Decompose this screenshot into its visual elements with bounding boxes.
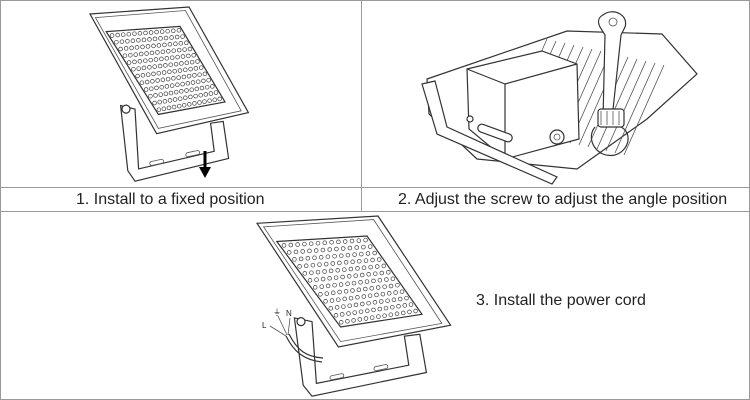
step-3-caption: 3. Install the power cord (476, 292, 646, 309)
floodlight-rear-icon (407, 9, 707, 184)
wire-label-earth: ⏚ (273, 308, 281, 317)
step-2-caption-strip (362, 187, 749, 212)
step-1-caption: 1. Install to a fixed position (76, 191, 265, 208)
power-cord-icon: L ⏚ N (262, 308, 326, 374)
step-1-caption-strip (1, 187, 361, 212)
wrench-icon (591, 12, 628, 156)
wire-label-live: L (262, 321, 267, 330)
arrow-down-icon (199, 151, 211, 178)
step-1-panel: 1. Install to a fixed position (1, 1, 362, 212)
step-2-caption: 2. Adjust the screw to adjust the angle … (398, 191, 728, 208)
step-3-panel: L ⏚ N 3. Install the power cord (1, 212, 749, 399)
floodlight-icon (81, 7, 261, 183)
floodlight-icon (246, 216, 466, 398)
step-2-panel: 2. Adjust the screw to adjust the angle … (362, 1, 749, 212)
wire-label-neutral: N (286, 309, 292, 318)
